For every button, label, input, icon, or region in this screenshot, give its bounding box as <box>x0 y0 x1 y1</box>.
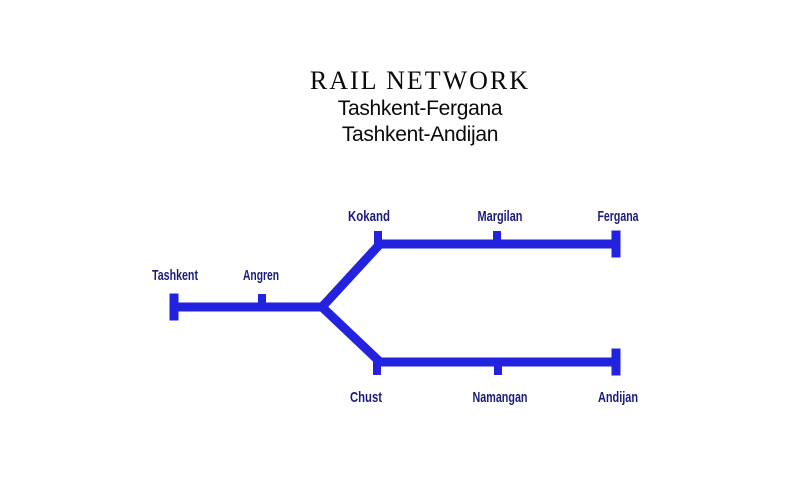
page-title: RAIL NETWORK <box>309 66 531 95</box>
station-label-angren: Angren <box>243 267 279 284</box>
station-label-andijan: Andijan <box>598 389 638 406</box>
station-label-namangan: Namangan <box>473 389 528 406</box>
station-label-chust: Chust <box>350 389 382 406</box>
station-label-tashkent: Tashkent <box>152 267 198 284</box>
station-label-fergana: Fergana <box>598 208 639 225</box>
title-block: RAIL NETWORK Tashkent-Fergana Tashkent-A… <box>40 66 800 148</box>
subtitle-route-tashkent-andijan: Tashkent-Andijan <box>341 123 499 146</box>
route-tashkent-fergana <box>169 239 621 312</box>
subtitle-route-tashkent-fergana: Tashkent-Fergana <box>337 97 503 120</box>
station-label-margilan: Margilan <box>478 208 523 225</box>
route-junction-andijan <box>315 300 621 367</box>
station-label-kokand: Kokand <box>348 208 390 225</box>
